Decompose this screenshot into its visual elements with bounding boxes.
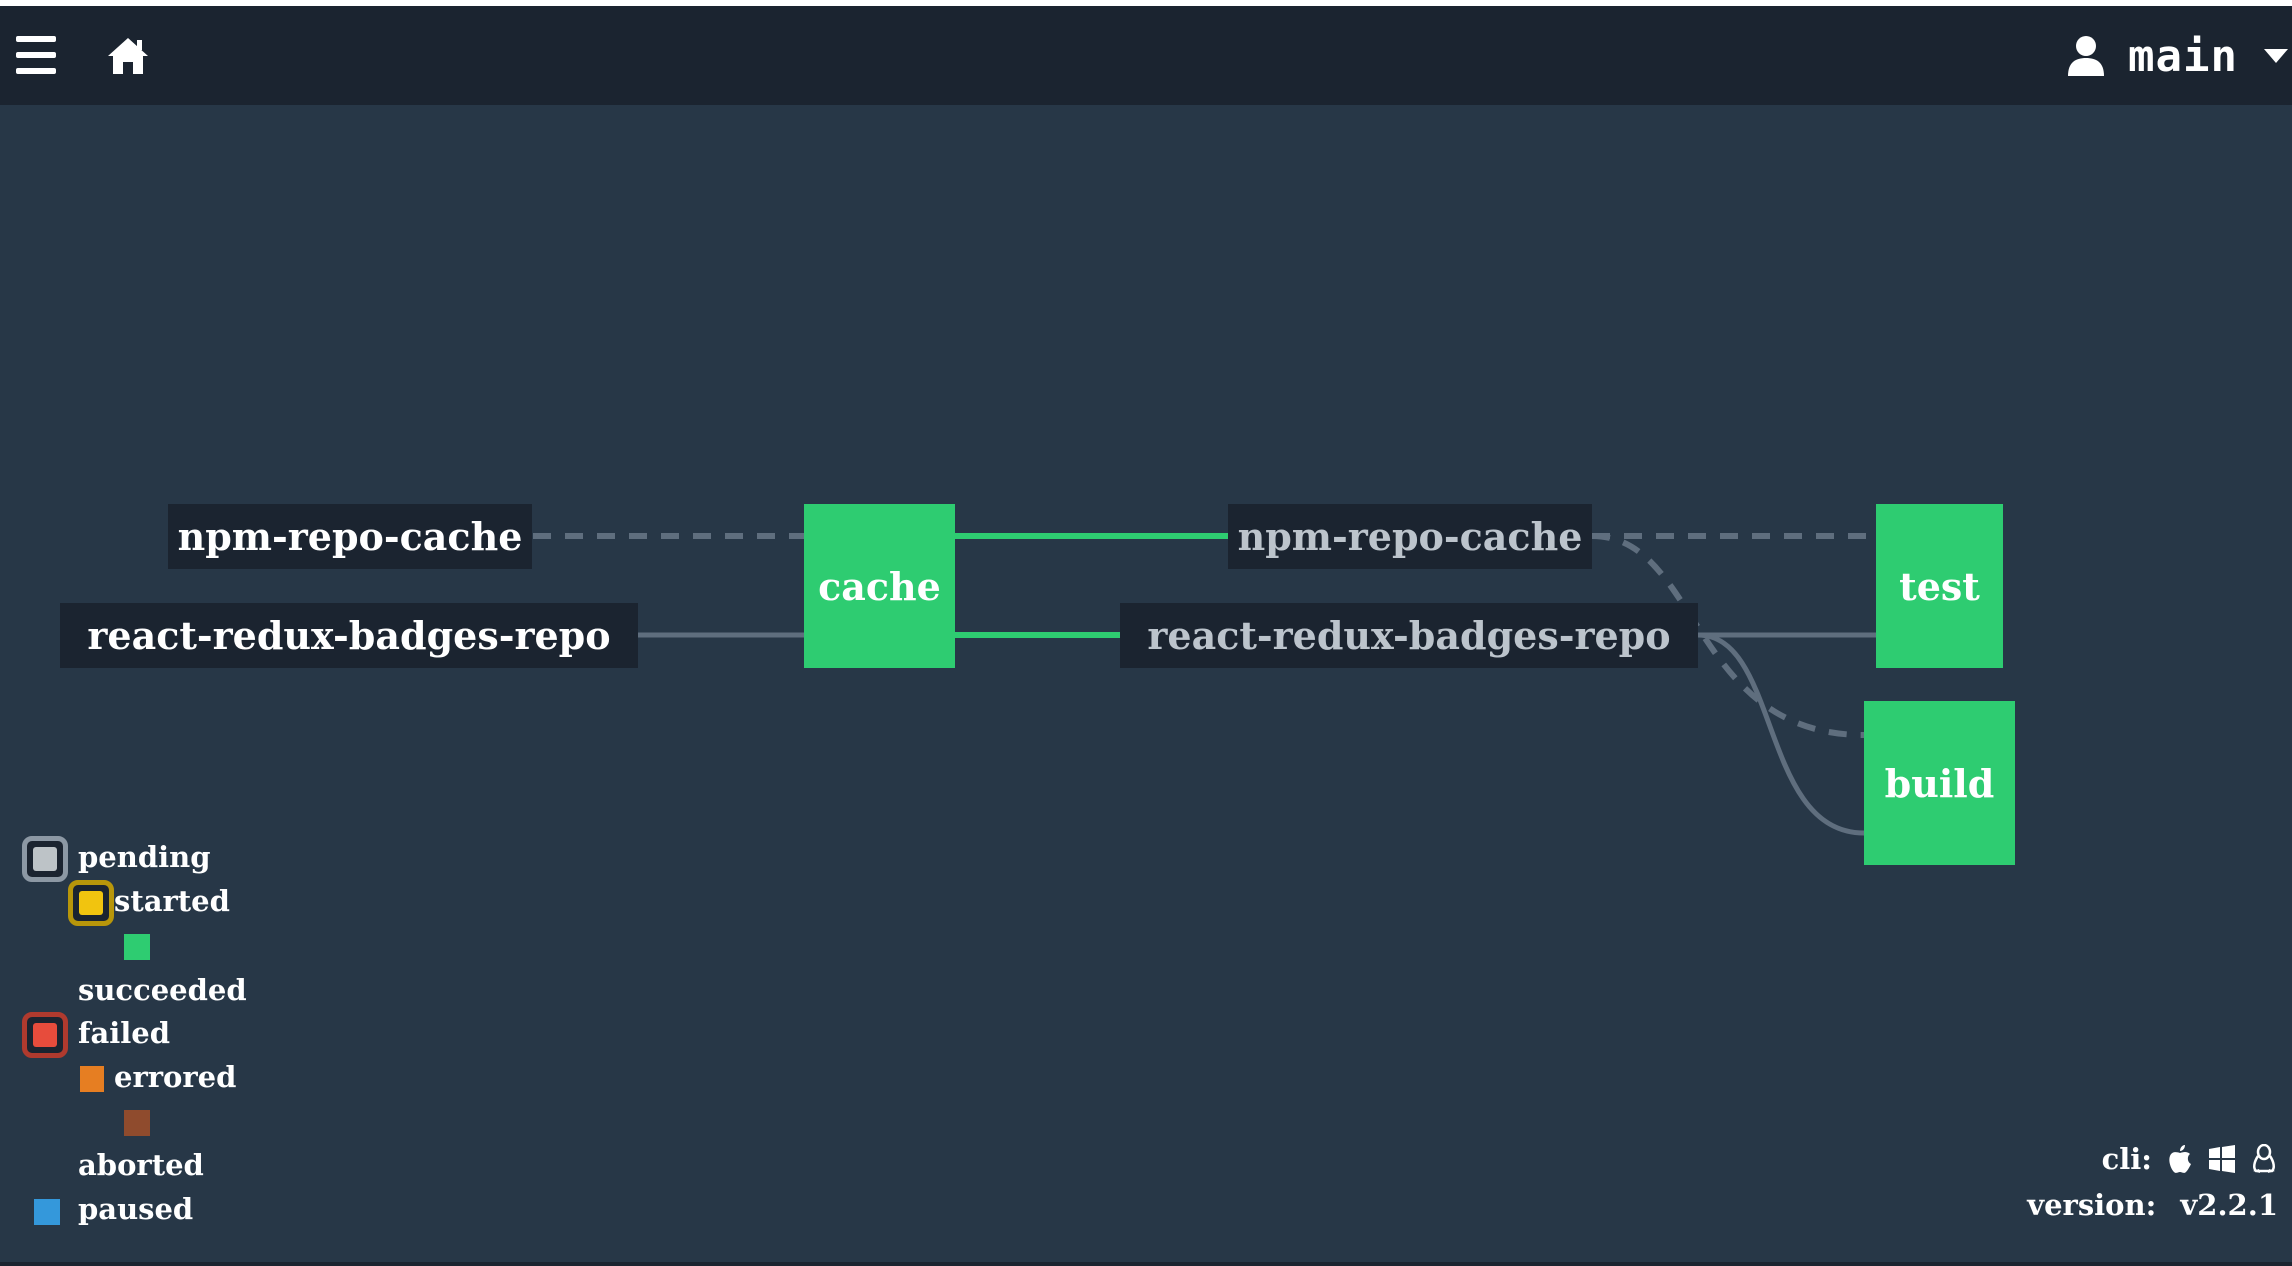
- legend-label-paused: paused: [78, 1192, 194, 1226]
- cli-downloads: cli:: [2027, 1138, 2278, 1180]
- legend-label-succeeded: succeeded: [78, 973, 247, 1007]
- version-row: version: v2.2.1: [2027, 1184, 2278, 1226]
- caret-down-icon[interactable]: [2262, 46, 2290, 66]
- team-name[interactable]: main: [2128, 30, 2238, 82]
- edge-react-to-build: [1697, 632, 1865, 836]
- job-cache[interactable]: cache: [804, 504, 955, 668]
- user-icon: [2068, 36, 2105, 76]
- legend-swatch-aborted: [124, 1110, 150, 1136]
- legend-swatch-started: [68, 880, 114, 926]
- status-legend: pending started succeeded failed errored…: [20, 836, 280, 1236]
- job-build[interactable]: build: [1864, 701, 2015, 865]
- legend-label-aborted: aborted: [78, 1148, 204, 1182]
- cli-label: cli:: [2101, 1142, 2152, 1176]
- output-resource-npm-repo-cache[interactable]: npm-repo-cache: [1228, 504, 1592, 569]
- footer-info: cli: version: v2.2.1: [2027, 1138, 2278, 1226]
- hamburger-menu-icon[interactable]: [16, 36, 60, 76]
- window-top-strip: [0, 0, 2292, 6]
- windows-icon[interactable]: [2208, 1144, 2236, 1174]
- version-label: version:: [2027, 1188, 2157, 1222]
- job-test[interactable]: test: [1876, 504, 2003, 668]
- legend-label-errored: errored: [114, 1060, 237, 1094]
- apple-icon[interactable]: [2166, 1144, 2194, 1174]
- input-resource-react-redux-badges-repo[interactable]: react-redux-badges-repo: [60, 603, 638, 668]
- legend-swatch-errored: [80, 1066, 104, 1092]
- linux-icon[interactable]: [2250, 1144, 2278, 1174]
- legend-swatch-failed: [22, 1012, 68, 1058]
- user-menu[interactable]: main: [2066, 26, 2292, 86]
- legend-swatch-paused: [34, 1199, 60, 1225]
- legend-label-started: started: [114, 884, 230, 918]
- window-bottom-strip: [0, 1262, 2292, 1266]
- legend-label-failed: failed: [78, 1016, 171, 1050]
- version-value: v2.2.1: [2180, 1188, 2278, 1222]
- home-icon[interactable]: [104, 34, 152, 78]
- top-bar: main: [0, 6, 2292, 105]
- edge-npm-to-build: [1591, 533, 1865, 738]
- input-resource-npm-repo-cache[interactable]: npm-repo-cache: [168, 504, 532, 569]
- legend-swatch-pending: [22, 836, 68, 882]
- legend-label-pending: pending: [78, 840, 211, 874]
- output-resource-react-redux-badges-repo[interactable]: react-redux-badges-repo: [1120, 603, 1698, 668]
- legend-swatch-succeeded: [124, 934, 150, 960]
